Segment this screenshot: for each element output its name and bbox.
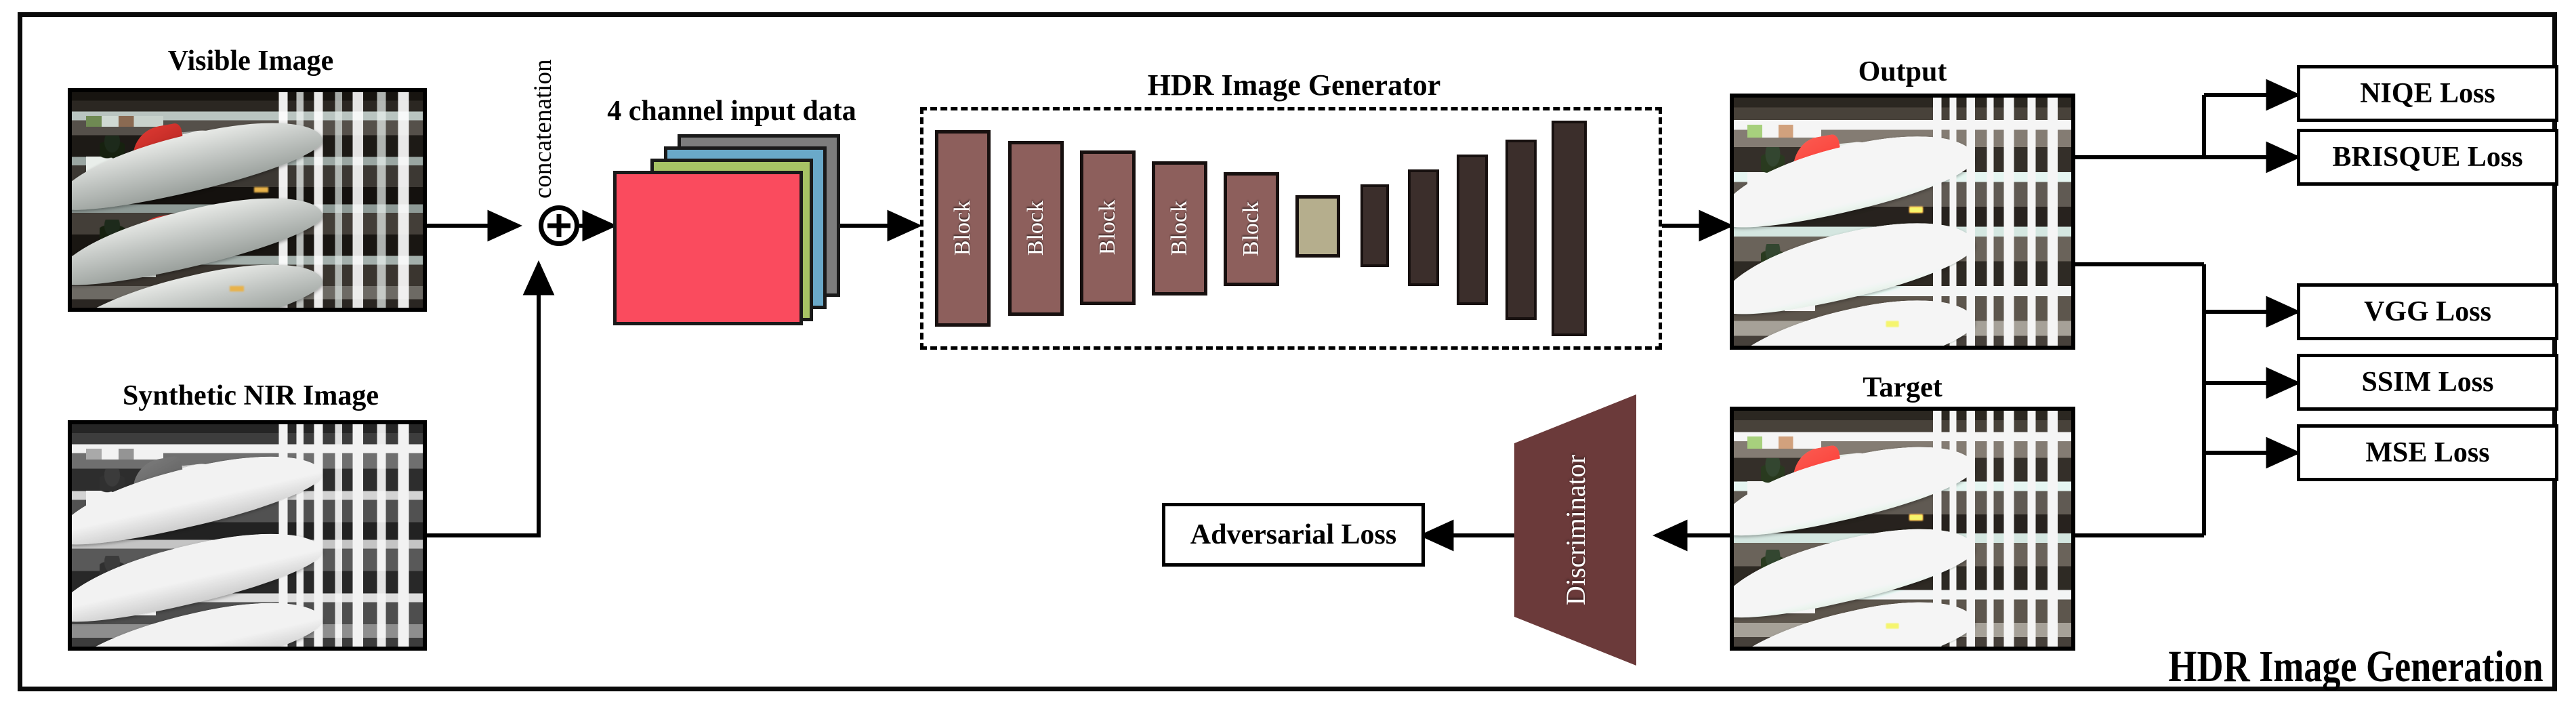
- discriminator-label: Discriminator: [1560, 454, 1591, 606]
- synthetic-nir-image-caption: Synthetic NIR Image: [123, 380, 379, 411]
- visible-image-thumbnail: [68, 88, 427, 312]
- figure-title: HDR Image Generation: [2168, 642, 2543, 691]
- generator-decoder-layer-2: [1408, 169, 1439, 286]
- discriminator-block: Discriminator: [1514, 394, 1636, 666]
- generator-encoder-block-3: Block: [1080, 150, 1136, 305]
- concatenation-label: concatenation: [529, 59, 557, 199]
- vgg-loss-label: VGG Loss: [2364, 296, 2491, 327]
- mse-loss-label: MSE Loss: [2365, 437, 2490, 468]
- output-image-caption: Output: [1858, 56, 1947, 87]
- generator-decoder-layer-1: [1360, 184, 1389, 267]
- output-image-thumbnail: [1730, 94, 2075, 350]
- generator-decoder-layer-3: [1457, 155, 1488, 305]
- block-label: Block: [1239, 201, 1264, 257]
- visible-image-caption: Visible Image: [167, 45, 334, 77]
- niqe-loss-label: NIQE Loss: [2360, 78, 2495, 109]
- brisque-loss-box: BRISQUE Loss: [2297, 129, 2558, 186]
- vgg-loss-box: VGG Loss: [2297, 283, 2558, 340]
- generator-caption: HDR Image Generator: [1147, 68, 1441, 102]
- ssim-loss-box: SSIM Loss: [2297, 354, 2558, 411]
- mse-loss-box: MSE Loss: [2297, 424, 2558, 481]
- input-tensor-caption: 4 channel input data: [607, 96, 856, 127]
- input-channel-1-front: [613, 171, 803, 325]
- plus-circle-icon: [539, 205, 579, 246]
- ssim-loss-label: SSIM Loss: [2361, 367, 2494, 398]
- block-label: Block: [1023, 201, 1048, 256]
- block-label: Block: [950, 201, 975, 256]
- target-image-caption: Target: [1863, 372, 1943, 403]
- block-label: Block: [1167, 201, 1192, 256]
- target-image-thumbnail: [1730, 407, 2075, 651]
- adversarial-loss-label: Adversarial Loss: [1190, 519, 1397, 550]
- block-label: Block: [1095, 200, 1120, 256]
- generator-bottleneck-layer: [1295, 195, 1340, 258]
- brisque-loss-label: BRISQUE Loss: [2332, 142, 2523, 173]
- niqe-loss-box: NIQE Loss: [2297, 65, 2558, 122]
- synthetic-nir-image-thumbnail: [68, 420, 427, 651]
- generator-encoder-block-1: Block: [935, 130, 991, 327]
- generator-decoder-layer-4: [1505, 140, 1537, 320]
- adversarial-loss-box: Adversarial Loss: [1162, 503, 1425, 567]
- generator-decoder-layer-5: [1552, 121, 1587, 336]
- generator-encoder-block-2: Block: [1008, 141, 1064, 316]
- generator-encoder-block-4: Block: [1152, 161, 1207, 296]
- generator-encoder-block-5: Block: [1224, 172, 1279, 286]
